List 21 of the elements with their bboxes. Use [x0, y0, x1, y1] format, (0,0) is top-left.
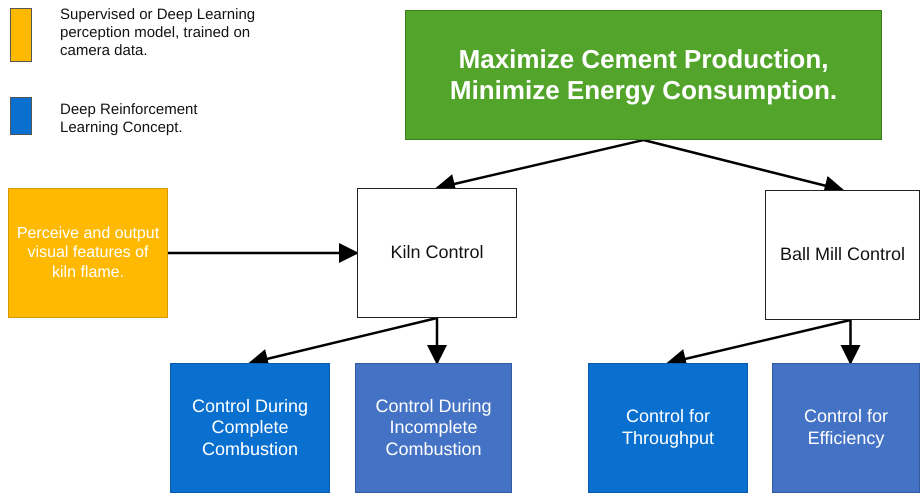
node-label: Control During Incomplete Combustion [374, 396, 493, 460]
node-label: Perceive and output visual features of kiln flame. [16, 224, 160, 282]
arrow [840, 320, 860, 365]
legend-label: Deep Reinforcement Learning Concept. [60, 101, 199, 137]
legend-label: Supervised or Deep Learning perception model, trained on camera data. [60, 6, 256, 60]
node-label: Maximize Cement Production, Minimize Energy Consumption. [448, 44, 838, 106]
rl-concept-box [355, 363, 512, 493]
node-label: Control for Throughput [620, 406, 716, 450]
rl-concept-box [772, 363, 920, 493]
node-label: Kiln Control [390, 242, 484, 264]
perception-model-box [8, 188, 168, 318]
node-label: Ball Mill Control [780, 244, 906, 266]
node-label: Control During Complete Combustion [190, 396, 310, 460]
rl-concept-box [588, 363, 748, 493]
arrow [427, 318, 447, 365]
control-box [765, 190, 920, 320]
control-box [357, 188, 517, 318]
arrow [168, 243, 359, 263]
node-label: Control for Efficiency [802, 406, 890, 450]
goal-box [405, 10, 882, 140]
rl-concept-box [170, 363, 330, 493]
